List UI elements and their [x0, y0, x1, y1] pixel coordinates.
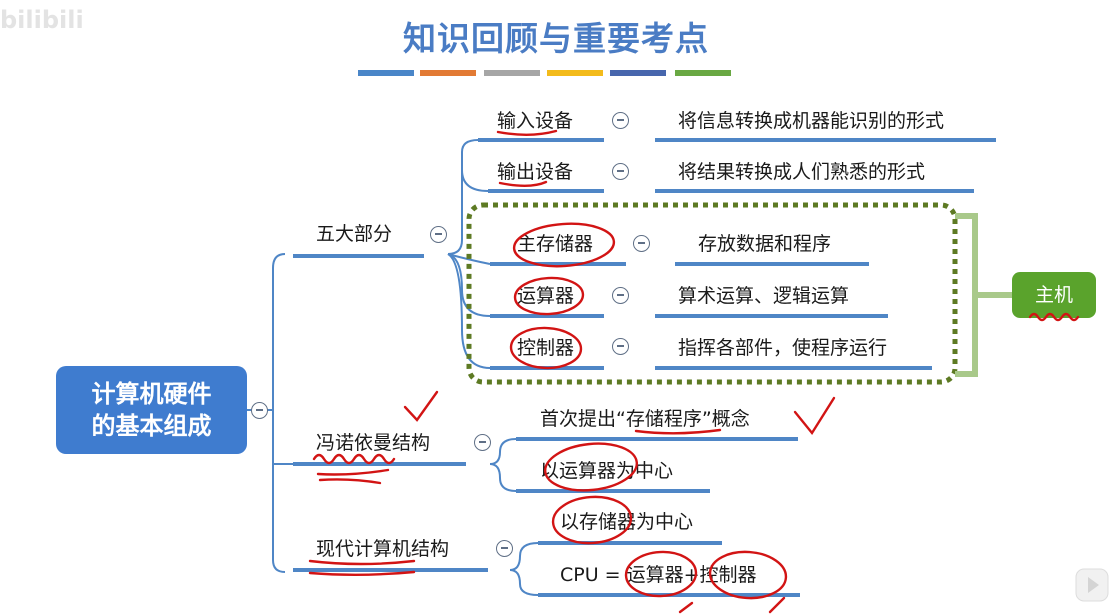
collapse-icon[interactable] [612, 163, 629, 180]
part-main-memory[interactable]: 主存储器 [517, 233, 594, 255]
part-output-device[interactable]: 输出设备 [497, 161, 574, 183]
collapse-icon[interactable] [612, 287, 629, 304]
item-prefix: 首次提出“ [540, 408, 626, 430]
part-controller[interactable]: 控制器 [517, 337, 575, 359]
branch-modern-structure[interactable]: 现代计算机结构 [316, 538, 450, 560]
von-neumann-item-alu-center: 以运算器为中心 [540, 460, 674, 482]
root-label-line2: 的基本组成 [91, 412, 212, 440]
part-alu-desc: 算术运算、逻辑运算 [678, 285, 850, 307]
part-output-desc: 将结果转换成人们熟悉的形式 [678, 161, 926, 183]
part-input-desc: 将信息转换成机器能识别的形式 [678, 110, 945, 132]
collapse-icon[interactable] [633, 235, 650, 252]
item-emphasis: 存储程序 [625, 408, 702, 430]
collapse-icon[interactable] [474, 434, 491, 451]
part-controller-desc: 指挥各部件，使程序运行 [678, 337, 888, 359]
host-node[interactable]: 主机 [1012, 272, 1096, 318]
von-neumann-item-stored-program: 首次提出“存储程序”概念 [540, 407, 750, 431]
color-stripe [420, 70, 476, 76]
play-icon[interactable] [1072, 565, 1112, 605]
part-memory-desc: 存放数据和程序 [698, 233, 832, 255]
collapse-icon[interactable] [612, 338, 629, 355]
modern-item-memory-center: 以存储器为中心 [560, 511, 694, 533]
item-suffix: ”概念 [701, 408, 750, 430]
color-stripe [484, 70, 540, 76]
bilibili-watermark: bilibili [0, 6, 84, 34]
collapse-icon[interactable] [496, 540, 513, 557]
branch-von-neumann[interactable]: 冯诺依曼结构 [316, 432, 431, 454]
branch-five-parts[interactable]: 五大部分 [316, 223, 393, 245]
color-stripe [547, 70, 603, 76]
color-stripe [675, 70, 731, 76]
color-stripe [358, 70, 414, 76]
page-title: 知识回顾与重要考点 [403, 19, 709, 58]
part-alu[interactable]: 运算器 [517, 285, 575, 307]
root-node[interactable]: 计算机硬件 的基本组成 [56, 366, 247, 454]
collapse-icon[interactable] [251, 402, 268, 419]
collapse-icon[interactable] [430, 226, 447, 243]
part-input-device[interactable]: 输入设备 [497, 110, 574, 132]
root-label-line1: 计算机硬件 [91, 380, 212, 408]
modern-item-cpu: CPU = 运算器+控制器 [560, 564, 757, 586]
color-stripe [610, 70, 666, 76]
collapse-icon[interactable] [612, 112, 629, 129]
